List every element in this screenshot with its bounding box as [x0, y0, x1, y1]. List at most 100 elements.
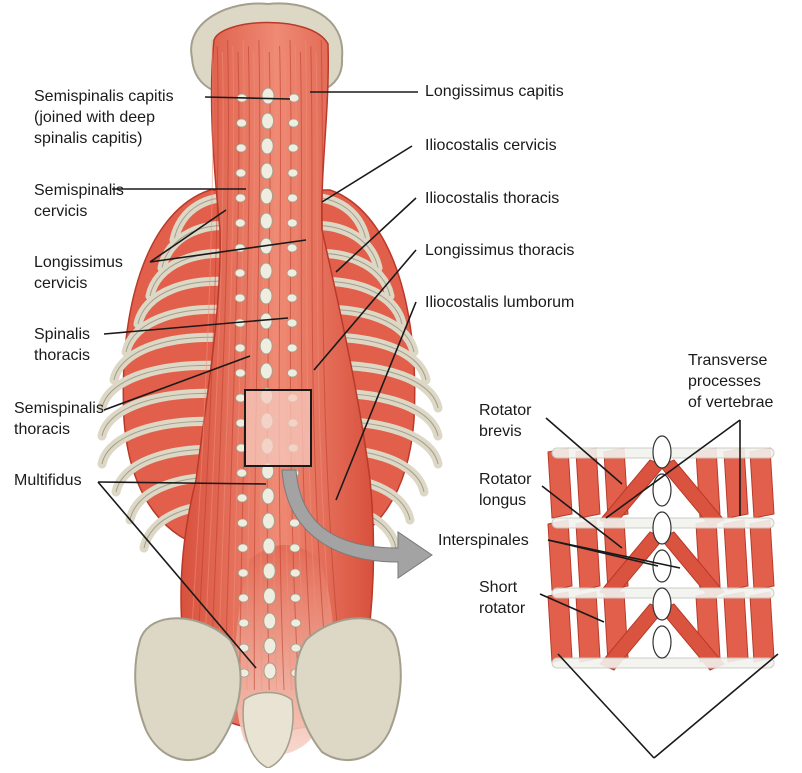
- label-semispinalis-capitis: Semispinalis capitis (joined with deep s…: [34, 88, 174, 147]
- transverse-process-left: [235, 143, 247, 153]
- label-iliocostalis-cervicis: Iliocostalis cervicis: [425, 137, 557, 154]
- inset-spinous-process: [652, 511, 672, 545]
- spinous-process: [262, 512, 276, 530]
- leader-line: [335, 197, 417, 273]
- spinous-process: [260, 137, 274, 155]
- rotator-muscle: [749, 519, 775, 591]
- spinous-process: [260, 162, 274, 180]
- transverse-process-right: [286, 243, 298, 253]
- spinous-process: [259, 337, 273, 355]
- fiber-line: [299, 51, 315, 691]
- fiber-line: [310, 45, 329, 691]
- label-rotator-longus: Rotator longus: [479, 471, 532, 509]
- transverse-process-right: [287, 143, 299, 153]
- rotator-muscle: [547, 519, 573, 591]
- label-longissimus-cervicis: Longissimus cervicis: [34, 254, 123, 292]
- leader-line: [97, 481, 257, 669]
- transverse-process-right: [289, 543, 301, 553]
- label-longissimus-capitis: Longissimus capitis: [425, 83, 564, 100]
- leader-line: [539, 593, 605, 623]
- label-rotator-brevis: Rotator brevis: [479, 402, 532, 440]
- spinous-process: [260, 187, 274, 205]
- fiber-line: [187, 39, 214, 691]
- leader-line: [547, 539, 681, 569]
- label-longissimus-thoracis: Longissimus thoracis: [425, 242, 575, 259]
- fiber-line: [272, 39, 278, 691]
- transverse-process-left: [236, 493, 248, 503]
- transverse-process-right: [286, 268, 298, 278]
- inset-spinous-process: [652, 473, 672, 507]
- label-transverse-processes: Transverse processes of vertebrae: [688, 352, 774, 411]
- transverse-process-left: [235, 168, 247, 178]
- leader-line: [605, 419, 741, 519]
- label-semispinalis-thoracis: Semispinalis thoracis: [14, 400, 104, 438]
- leader-line: [313, 249, 417, 371]
- label-multifidus: Multifidus: [14, 472, 82, 489]
- transverse-process-right: [286, 218, 298, 228]
- transverse-process-left: [236, 468, 248, 478]
- spinous-process: [262, 537, 276, 555]
- spinous-process: [262, 562, 276, 580]
- label-short-rotator: Short rotator: [479, 579, 526, 617]
- spinous-process: [261, 112, 275, 130]
- inset-spinous-process: [652, 587, 672, 621]
- fiber-line: [278, 45, 285, 691]
- leader-line: [97, 481, 267, 485]
- inset-spinous-process: [652, 435, 672, 469]
- leader-line: [149, 209, 227, 263]
- leader-line: [335, 301, 417, 501]
- leader-lines: [97, 91, 779, 759]
- spinous-process: [263, 637, 277, 655]
- transverse-process-left: [237, 543, 249, 553]
- transverse-process-right: [289, 518, 300, 528]
- label-iliocostalis-lumborum: Iliocostalis lumborum: [425, 294, 575, 311]
- leader-line: [103, 317, 289, 335]
- fiber-line: [284, 51, 292, 691]
- label-iliocostalis-thoracis: Iliocostalis thoracis: [425, 190, 560, 207]
- leader-line: [149, 239, 307, 263]
- transverse-process-left: [236, 118, 248, 128]
- spinous-process: [263, 587, 277, 605]
- transverse-process-right: [286, 343, 298, 353]
- rotator-muscle: [575, 591, 601, 663]
- spinous-process: [261, 487, 275, 505]
- transverse-bar: [551, 657, 775, 669]
- rotator-muscle: [723, 591, 749, 663]
- rotator-muscle: [575, 519, 601, 591]
- transverse-process-left: [234, 218, 246, 228]
- fiber-line: [320, 39, 344, 691]
- spinous-process: [259, 212, 273, 230]
- spinous-process: [259, 262, 273, 280]
- transverse-process-right: [288, 93, 300, 103]
- transverse-process-right: [290, 593, 301, 603]
- spinous-process: [263, 662, 277, 680]
- zoom-arrow: [281, 469, 433, 579]
- label-interspinales: Interspinales: [438, 532, 529, 549]
- fiber-line: [315, 51, 337, 691]
- spinous-process: [259, 287, 273, 305]
- zoom-indicator: [244, 389, 433, 579]
- transverse-process-left: [238, 593, 249, 603]
- leader-line: [545, 417, 623, 485]
- leader-line: [541, 485, 623, 549]
- transverse-process-right: [286, 368, 298, 378]
- transverse-process-right: [290, 618, 302, 628]
- transverse-process-left: [234, 293, 246, 303]
- transverse-process-right: [286, 293, 298, 303]
- spinous-process: [259, 362, 273, 380]
- fiber-line: [253, 39, 261, 691]
- fiber-line: [246, 51, 256, 691]
- fiber-line: [216, 45, 235, 691]
- transverse-process-left: [235, 193, 246, 203]
- transverse-process-right: [288, 118, 300, 128]
- leader-line: [653, 653, 779, 759]
- muscle-fibers: [187, 39, 344, 691]
- pelvis: [134, 617, 402, 769]
- transverse-process-left: [234, 268, 246, 278]
- leader-line: [204, 96, 291, 100]
- zoom-box: [244, 389, 312, 467]
- rotator-muscle: [749, 591, 775, 663]
- transverse-process-right: [289, 568, 301, 578]
